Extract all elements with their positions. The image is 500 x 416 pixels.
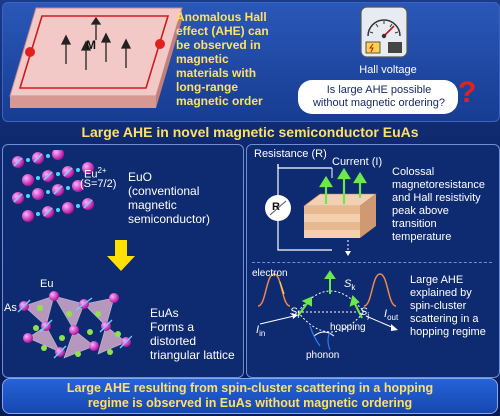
euas-description: Forms a distorted triangular lattice	[150, 320, 235, 362]
resistance-circuit	[265, 164, 377, 256]
divider	[252, 262, 492, 263]
question-box	[298, 80, 458, 114]
sj-label: Sj	[360, 306, 370, 321]
resistance-label: Resistance (R)	[254, 148, 327, 160]
question-text: Is large AHE possible without magnetic o…	[312, 84, 446, 109]
hopping-label: hopping	[330, 322, 366, 333]
iin-label: Iin	[256, 324, 266, 339]
explained-description: Large AHE explained by spin-cluster scat…	[410, 274, 486, 338]
question-mark: ?	[458, 76, 477, 109]
spin-cluster-diagram	[257, 270, 398, 351]
right-panel	[246, 144, 500, 378]
sk-label: Sk	[344, 278, 356, 293]
voltmeter-icon	[360, 6, 408, 58]
m-label: M	[86, 38, 96, 52]
si-label: Si	[290, 306, 300, 321]
spin-label: (S=7/2)	[80, 178, 117, 190]
bottom-banner	[2, 378, 498, 414]
phonon-label: phonon	[306, 350, 340, 361]
eu-label: Eu	[40, 278, 54, 290]
as-label: As	[4, 302, 17, 314]
eu-ion-label: Eu2+	[84, 166, 107, 181]
bottom-conclusion: Large AHE resulting from spin-cluster sc…	[66, 381, 434, 410]
iout-label: Iout	[384, 308, 399, 323]
r-symbol: R	[272, 201, 280, 213]
current-label: Current (I)	[332, 156, 383, 168]
section-title: Large AHE in novel magnetic semiconducto…	[81, 124, 419, 140]
electron-label: electron	[252, 268, 288, 279]
euo-description: EuO (conventional magnetic semiconductor…	[128, 170, 211, 226]
colossal-description: Colossal magnetoresistance and Hall resi…	[392, 166, 485, 243]
euas-lattice	[17, 291, 132, 359]
euas-title: EuAs	[150, 306, 179, 320]
euo-lattice	[12, 150, 94, 222]
ahe-description: Anomalous Hall effect (AHE) can be obser…	[176, 10, 269, 108]
down-arrow-icon	[107, 240, 135, 271]
hall-voltage-label: Hall voltage	[359, 64, 417, 76]
hall-bar-illustration	[9, 7, 183, 108]
